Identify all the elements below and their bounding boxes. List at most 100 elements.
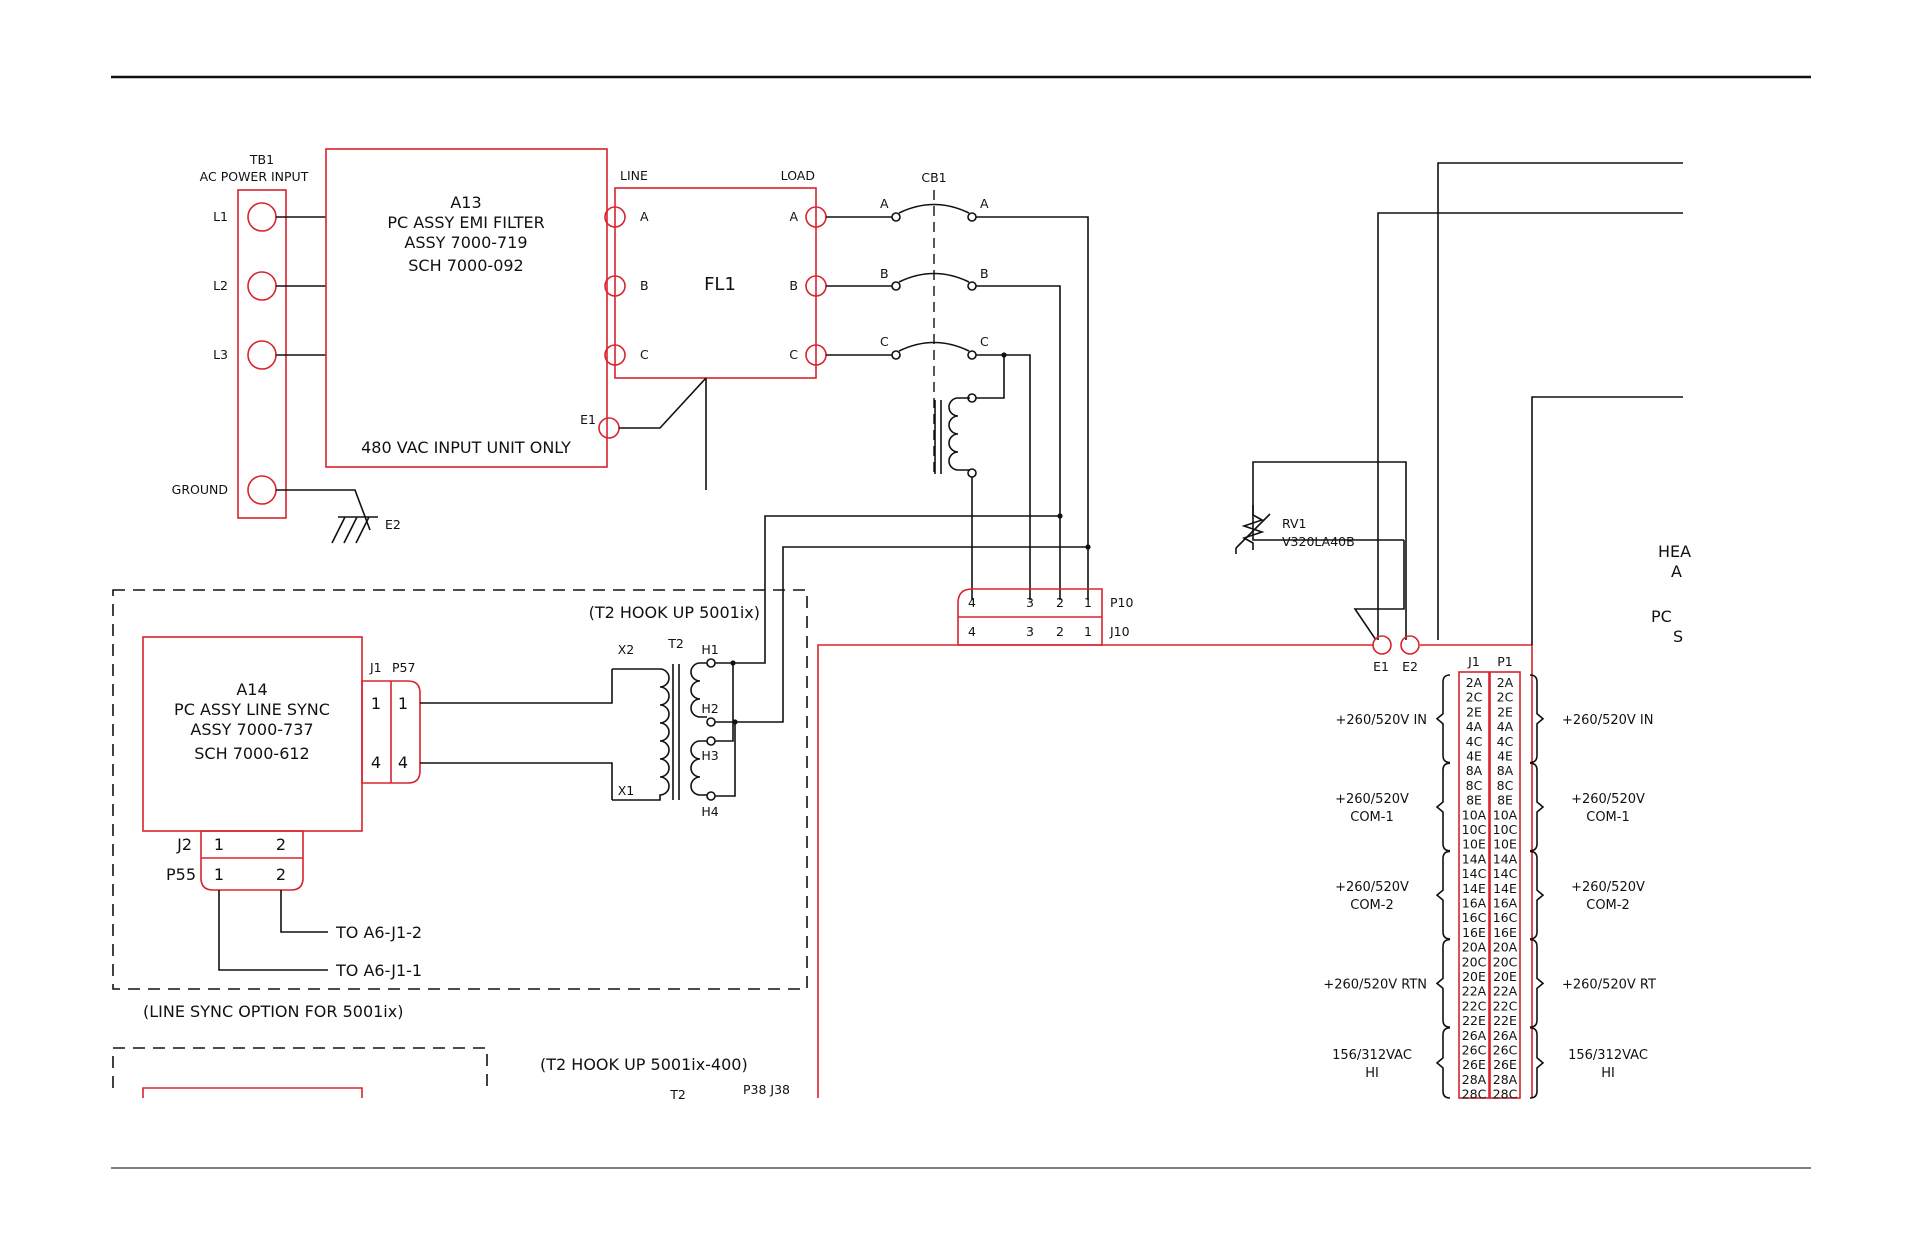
- tb1-title: AC POWER INPUT: [200, 169, 309, 184]
- j1-pin-label: 26A: [1462, 1028, 1487, 1043]
- j1-pin-label: 8C: [1466, 778, 1483, 793]
- rv1-ref: RV1: [1282, 516, 1307, 531]
- p1-pin-label: 26E: [1493, 1057, 1517, 1072]
- tb1-terminal-l2: [247, 271, 277, 301]
- right-group-sublabel: COM-2: [1586, 898, 1630, 913]
- j1-pin-label: 28C: [1462, 1087, 1487, 1102]
- e1-stud: [1372, 635, 1392, 655]
- p38-j38-label: P38 J38: [743, 1082, 790, 1097]
- p1-pin-label: 4A: [1497, 719, 1514, 734]
- p1-pin-label: 4E: [1497, 749, 1513, 764]
- p1-pin-label: 10A: [1493, 807, 1518, 822]
- t2-ref: T2: [667, 636, 684, 651]
- fl1-line-label: LINE: [620, 168, 648, 183]
- t2-lower-ref: T2: [669, 1087, 686, 1102]
- right-group-sublabel: COM-1: [1586, 810, 1630, 825]
- a14-p57-pin-4: 4: [398, 753, 408, 772]
- t2-jumper-h1-h3: [715, 662, 734, 742]
- cb1-pole-c-out: C: [980, 334, 989, 349]
- p1-pin-label: 2E: [1497, 704, 1513, 719]
- p10-j10-body: [957, 588, 1103, 646]
- ground-ref-e2: E2: [385, 517, 401, 532]
- j1-pin-label: 2E: [1466, 704, 1482, 719]
- fl1-load-label: LOAD: [781, 168, 815, 183]
- p1-pin-label: 20C: [1493, 954, 1518, 969]
- j1-pin-label: 22A: [1462, 984, 1487, 999]
- j1-ref: J1: [1467, 654, 1480, 669]
- t2-secondary-upper: [690, 662, 707, 718]
- a13-ref: A13: [450, 193, 481, 212]
- tb1-terminal-l3: [247, 340, 277, 370]
- j1-pin-label: 4A: [1466, 719, 1483, 734]
- e2-stud: [1400, 635, 1420, 655]
- p10-j10-connector: 4 3 2 1 4 3 2 1 P10 J10: [957, 588, 1133, 646]
- right-group-brace: [1529, 674, 1545, 764]
- p10-pin-3: 3: [1026, 595, 1034, 610]
- p1-pin-column: 2A2C2E4A4C4E8A8C8E10A10C10E14A14C14E16A1…: [1493, 675, 1518, 1102]
- right-group-sublabel: HI: [1601, 1066, 1615, 1081]
- a14-j2-pin-1: 1: [214, 835, 224, 854]
- fl1-pin-load-a: A: [789, 209, 798, 224]
- junction-dot: [1001, 352, 1007, 358]
- j1-pin-label: 8E: [1466, 793, 1482, 808]
- j1-pin-label: 8A: [1466, 763, 1483, 778]
- j1-pin-label: 16C: [1462, 910, 1487, 925]
- j1-p1-connector: J1 P1 2A2C2E4A4C4E8A8C8E10A10C10E14A14C1…: [1323, 654, 1656, 1102]
- p1-ref: P1: [1497, 654, 1513, 669]
- p1-pin-label: 16A: [1493, 896, 1518, 911]
- j1-pin-label: 10A: [1462, 807, 1487, 822]
- tb1-body: [237, 189, 287, 519]
- wire-to-a6-j1-1: [218, 890, 328, 971]
- cb1-in-wires: [826, 216, 892, 356]
- left-group-brace: [1435, 762, 1451, 852]
- lower-option-frame: [112, 1047, 488, 1088]
- p1-pin-label: 28A: [1493, 1072, 1518, 1087]
- cb1-pole-a-in: A: [880, 196, 889, 211]
- to-a6-j1-1: TO A6-J1-1: [335, 961, 422, 980]
- fl1-ref: FL1: [704, 274, 736, 295]
- p1-pin-label: 16C: [1493, 910, 1518, 925]
- wire-to-a6-j1-2: [280, 890, 328, 933]
- p1-pin-label: 14C: [1493, 866, 1518, 881]
- left-group-brace: [1435, 1027, 1451, 1099]
- cb1-trip-coil-icon: [934, 393, 977, 478]
- a14-p55-pin-2: 2: [276, 865, 286, 884]
- p10-pin-4: 4: [968, 595, 976, 610]
- fl1-e1-stud: [598, 417, 620, 439]
- wire-a14-to-t2-x2: [420, 669, 613, 704]
- t2-h1: H1: [701, 642, 718, 657]
- fl1-line-b: [604, 275, 626, 297]
- ground-wire: [276, 489, 371, 531]
- left-group-label: +260/520V: [1335, 880, 1409, 895]
- left-group-sublabel: COM-1: [1350, 810, 1394, 825]
- left-group-sublabel: COM-2: [1350, 898, 1394, 913]
- tb1-terminal-block: TB1 AC POWER INPUT L1 L2 L3 GROUND: [172, 152, 309, 519]
- rv1-varistor: RV1 V320LA40B: [1235, 461, 1407, 641]
- left-group-label: +260/520V IN: [1336, 713, 1427, 728]
- p1-pin-label: 22A: [1493, 984, 1518, 999]
- a13-emi-filter-board: A13 PC ASSY EMI FILTER ASSY 7000-719 SCH…: [325, 148, 608, 468]
- wire-c-to-coil: [976, 355, 1005, 399]
- t2-primary-winding: [612, 668, 670, 801]
- hook-up-label-2: (T2 HOOK UP 5001ix-400): [540, 1055, 748, 1074]
- p1-pin-label: 22E: [1493, 1013, 1517, 1028]
- left-group-brace: [1435, 938, 1451, 1028]
- a14-p57-label: P57: [392, 660, 415, 675]
- cb1-pole-a-out: A: [980, 196, 989, 211]
- main-board-outline: [817, 644, 1373, 1098]
- j1-pin-label: 14E: [1462, 881, 1486, 896]
- line-sync-option-frame: [112, 589, 808, 990]
- a14-p57-pin-1: 1: [398, 694, 408, 713]
- j1-pin-label: 4E: [1466, 749, 1482, 764]
- wire-b-to-p10-2: [976, 285, 1061, 600]
- left-group-label: +260/520V RTN: [1323, 977, 1427, 992]
- a13-title: PC ASSY EMI FILTER: [387, 213, 544, 232]
- p1-pin-label: 26A: [1493, 1028, 1518, 1043]
- fl1-pin-line-c: C: [640, 347, 649, 362]
- a13-body: [325, 148, 608, 468]
- j1-pin-label: 14A: [1462, 851, 1487, 866]
- tb1-terminal-ground: [247, 475, 277, 505]
- j1-pin-label: 22C: [1462, 998, 1487, 1013]
- right-group-brace: [1529, 1027, 1545, 1099]
- t2-transformer: T2 X2 X1 H1 H2 H3 H4: [612, 636, 719, 819]
